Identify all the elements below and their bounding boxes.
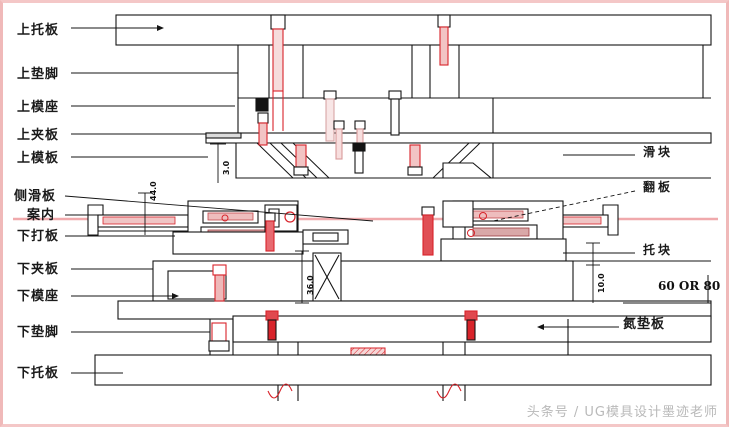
slider-right: [440, 200, 619, 262]
dimension-upper-3-0: 3.0: [222, 160, 231, 175]
break-line-left: [267, 383, 293, 399]
leader-lines-right-lower: [537, 275, 711, 330]
spring-element: [312, 252, 342, 304]
break-line-right: [436, 383, 462, 399]
middle-slider-assembly: [13, 154, 718, 262]
label-lower-support-plate: 下托板: [17, 366, 60, 381]
label-side-slide-plate: 侧滑板: [14, 189, 57, 204]
label-lower-mold-base: 下模座: [17, 289, 60, 304]
bolt-upper-6: [333, 120, 345, 160]
bolt-lower-2: [464, 310, 478, 341]
plate-upper-support: [115, 14, 712, 46]
label-slider-block: 滑块: [643, 145, 674, 159]
dimension-right-10-0: 10.0: [597, 273, 606, 293]
label-lower-riser-block: 下垫脚: [17, 325, 60, 340]
label-nitrogen-plate: 氮垫板: [623, 317, 666, 332]
label-upper-mold-plate: 上模板: [17, 151, 60, 166]
red-pin-b: [255, 98, 269, 112]
leader-side-slide: [64, 195, 374, 222]
bolt-upper-4: [388, 90, 402, 136]
label-upper-riser-block: 上垫脚: [17, 67, 60, 82]
label-upper-mold-base: 上模座: [17, 100, 60, 115]
dimension-left-44-0: 44.0: [149, 181, 158, 201]
red-pin-d: [407, 144, 423, 176]
plate-lower-support: [94, 354, 712, 386]
cam-right: [442, 200, 474, 228]
label-guide-inside: 案内: [27, 208, 56, 223]
bolt-lower-4: [208, 322, 230, 352]
bolt-upper-1: [270, 14, 286, 131]
upper-edge-strip: [205, 132, 242, 139]
plate-upper-clamp: [205, 132, 712, 144]
dimension-center-36-0: 36.0: [306, 275, 315, 295]
label-flip-plate: 翻板: [643, 180, 674, 194]
bolt-mid-left: [264, 212, 276, 252]
plate-left-striker: [172, 231, 304, 255]
bolt-upper-3: [323, 90, 337, 142]
label-support-block: 托块: [643, 243, 674, 257]
bolt-upper-2: [437, 14, 451, 66]
label-lower-clamp-plate: 下夹板: [17, 262, 60, 277]
watermark-credit: 头条号 / UG模具设计墨迹老师: [526, 405, 718, 420]
red-pin-c: [293, 144, 309, 176]
label-upper-support-plate: 上托板: [17, 23, 60, 38]
red-pin-a: [257, 112, 269, 146]
pin-upper-right: [352, 142, 366, 174]
slider-left: [87, 200, 349, 255]
cam-block-right: [442, 162, 493, 179]
label-lower-striker-plate: 下打板: [17, 229, 60, 244]
label-upper-clamp-plate: 上夹板: [17, 128, 60, 143]
leader-lines-lower-left: [71, 268, 210, 374]
dimension-lines: [138, 143, 600, 304]
leader-lines-upper-left: [71, 25, 238, 158]
bolt-lower-3: [212, 264, 227, 302]
leader-flip-plate: [492, 190, 636, 222]
bolt-lower-1: [265, 310, 279, 341]
upper-die-assembly: [115, 14, 712, 179]
mold-assembly-drawing: [13, 14, 718, 401]
lower-die-assembly: [94, 252, 712, 401]
note-stroke-option: 60 OR 80: [658, 279, 721, 293]
bolt-mid-right: [421, 206, 435, 256]
plate-right-striker: [440, 238, 567, 262]
